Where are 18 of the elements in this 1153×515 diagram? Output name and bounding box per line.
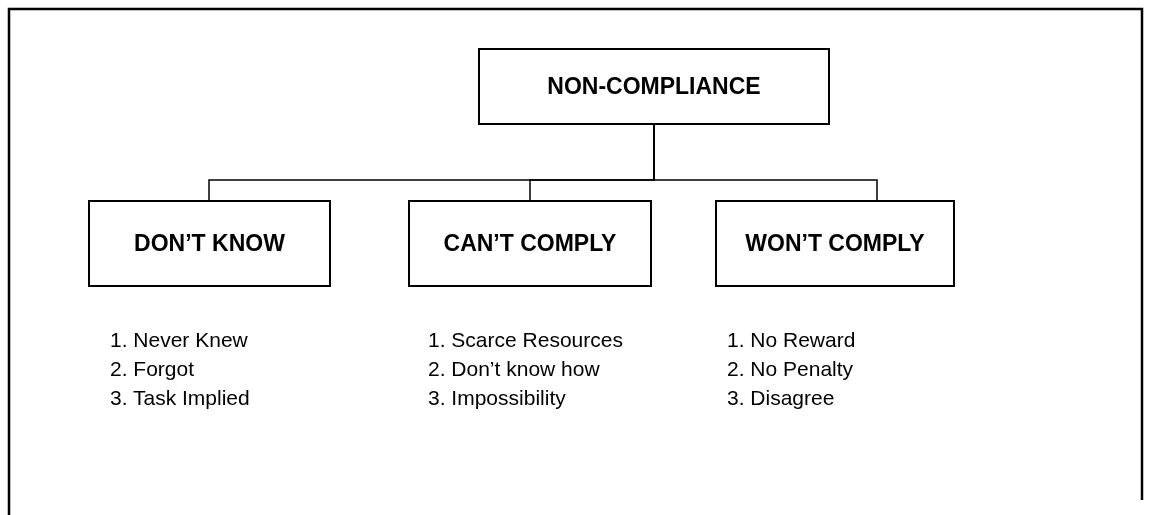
list-item: 2. Don’t know how [428, 356, 600, 382]
category-box [408, 200, 652, 287]
list-item: 2. Forgot [110, 356, 195, 382]
category-box [715, 200, 955, 287]
connector-line [653, 124, 878, 201]
box-title: CAN’T COMPLY [443, 230, 617, 257]
list-item: 1. Scarce Resources [428, 327, 623, 353]
box-title: DON’T KNOW [134, 230, 285, 257]
list-item: 3. Impossibility [428, 385, 566, 411]
box-title: NON-COMPLIANCE [547, 73, 761, 100]
list-item: 3. Task Implied [110, 385, 250, 411]
list-item: 3. Disagree [727, 385, 835, 411]
box-title: WON’T COMPLY [745, 230, 925, 257]
list-item: 1. Never Knew [110, 327, 248, 353]
list-item: 1. No Reward [727, 327, 856, 353]
category-box [478, 48, 830, 125]
list-item: 2. No Penalty [727, 356, 854, 382]
category-box [88, 200, 331, 287]
